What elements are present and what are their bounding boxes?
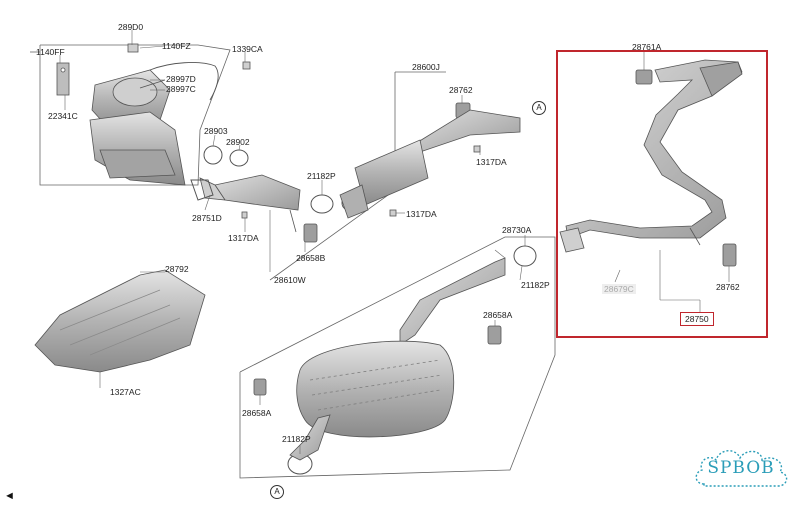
- label-28679c: 28679C: [602, 284, 636, 294]
- label-28902: 28902: [226, 137, 250, 147]
- connector-marker-a-bottom: A: [270, 485, 284, 499]
- label-22341c: 22341C: [48, 111, 78, 121]
- diesel-particulate-filter-part: [339, 109, 521, 219]
- label-1317da-a: 1317DA: [228, 233, 259, 243]
- label-289d0: 289D0: [118, 22, 144, 32]
- bolt-part: [127, 43, 481, 219]
- muffler-part: [289, 257, 506, 461]
- leader-lines: [59, 30, 730, 454]
- label-28658b: 28658B: [296, 253, 326, 263]
- label-28658a-b: 28658A: [242, 408, 272, 418]
- spbob-watermark-logo: SPBOB: [690, 440, 792, 496]
- label-21182p-c: 21182P: [282, 434, 311, 444]
- label-1140ff: 1140FF: [36, 47, 65, 57]
- heat-shield-part: [34, 269, 206, 373]
- catalytic-converter-part: [89, 69, 186, 186]
- rubber-hanger-part: [253, 69, 737, 396]
- label-28730a: 28730A: [502, 225, 532, 235]
- label-1317da-b: 1317DA: [476, 157, 507, 167]
- gasket-part: [203, 145, 249, 167]
- label-28600j: 28600J: [412, 62, 440, 72]
- label-28751d: 28751D: [192, 213, 222, 223]
- oxygen-sensor-wire: [139, 62, 219, 101]
- tail-pipe-highlight-box: [556, 50, 768, 338]
- label-1140fz: 1140FZ: [162, 41, 191, 51]
- tail-pipe-assembly-part: [559, 59, 743, 253]
- label-28761a: 28761A: [632, 42, 662, 52]
- label-28792: 28792: [165, 264, 189, 274]
- label-1317da-c: 1317DA: [406, 209, 437, 219]
- back-arrow-icon[interactable]: ◄: [4, 490, 15, 502]
- label-1339ca: 1339CA: [232, 44, 263, 54]
- label-28903: 28903: [204, 126, 228, 136]
- connector-marker-a-top: A: [532, 101, 546, 115]
- label-28997c: 28997C: [166, 84, 196, 94]
- label-28997d: 28997D: [166, 74, 196, 84]
- label-28762-b: 28762: [716, 282, 740, 292]
- label-28610w: 28610W: [274, 275, 306, 285]
- group-outline-muffler: [239, 236, 556, 479]
- group-outline-catalyst: [30, 44, 231, 186]
- label-21182p-a: 21182P: [307, 171, 336, 181]
- bracket-part: [56, 62, 70, 96]
- front-pipe-part: [199, 174, 301, 233]
- label-28762-a: 28762: [449, 85, 473, 95]
- label-1327ac: 1327AC: [110, 387, 141, 397]
- label-21182p-b: 21182P: [521, 280, 550, 290]
- label-28750-highlighted[interactable]: 28750: [680, 312, 714, 326]
- cloud-icon: [695, 450, 788, 487]
- label-28658a-a: 28658A: [483, 310, 513, 320]
- watermark-text: SPBOB: [707, 458, 775, 478]
